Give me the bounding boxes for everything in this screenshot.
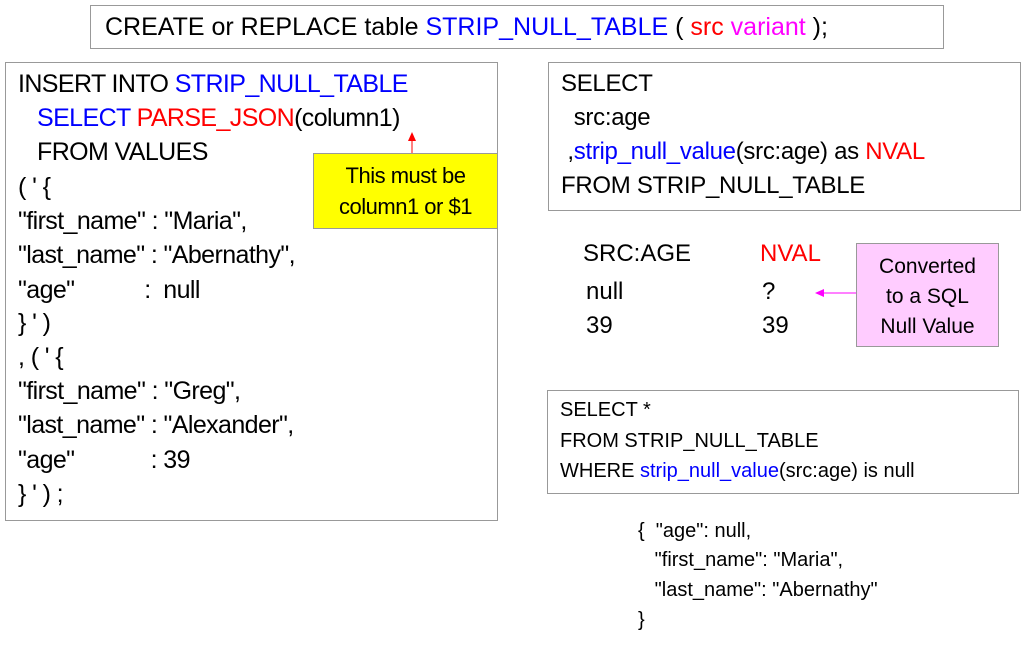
table-name: STRIP_NULL_TABLE — [425, 13, 669, 41]
table-cell: 39 — [762, 312, 789, 339]
table-cell: null — [586, 278, 624, 305]
json-line: "first_name": "Maria", — [638, 549, 844, 571]
code-line: "age" : 39 — [18, 446, 191, 474]
select-statement: SELECT src:age ,strip_null_value(src:age… — [548, 62, 1021, 211]
func-args: (src:age) as — [735, 138, 866, 165]
table-cell: ? — [762, 278, 776, 305]
alias-nval: NVAL — [865, 138, 925, 165]
null-callout: Converted to a SQL Null Value — [856, 243, 999, 347]
from-clause: FROM STRIP_NULL_TABLE — [560, 430, 819, 452]
code-line: "last_name" : "Alexander", — [18, 411, 294, 439]
select-star: SELECT * — [560, 399, 651, 421]
insert-keyword: INSERT INTO — [18, 70, 175, 98]
select-keyword: SELECT — [18, 104, 137, 132]
code-line: "first_name" : "Maria", — [18, 207, 247, 235]
json-line: "last_name": "Abernathy" — [638, 579, 878, 601]
callout-text: Null Value — [880, 315, 975, 338]
insert-statement: INSERT INTO STRIP_NULL_TABLE SELECT PARS… — [5, 62, 498, 521]
paren-open: ( — [668, 13, 691, 41]
arrow-up-icon — [408, 132, 416, 154]
where-keyword: WHERE — [560, 460, 640, 482]
func-arg: (column1) — [294, 104, 400, 132]
from-clause: FROM STRIP_NULL_TABLE — [561, 172, 866, 199]
table-cell: 39 — [586, 312, 613, 339]
column1-callout: This must be column1 or $1 — [313, 153, 498, 229]
paren-close: ); — [805, 13, 828, 41]
strip-null-func: strip_null_value — [573, 138, 736, 165]
column-header: NVAL — [760, 240, 821, 267]
insert-table-name: STRIP_NULL_TABLE — [174, 70, 409, 98]
comma: , — [561, 138, 574, 165]
select-column: src:age — [561, 104, 651, 131]
code-line: } ' ) ; — [18, 480, 64, 508]
callout-text: column1 or $1 — [339, 194, 472, 219]
parse-json-func: PARSE_JSON — [136, 104, 295, 132]
code-line: "age" : null — [18, 276, 200, 304]
column-type: variant — [723, 13, 806, 41]
code-line: } ' ) — [18, 309, 51, 337]
callout-text: Converted — [879, 255, 976, 278]
strip-null-func: strip_null_value — [640, 460, 779, 482]
code-line: "last_name" : "Abernathy", — [18, 241, 296, 269]
json-line: } — [638, 609, 645, 631]
json-line: { "age": null, — [638, 520, 752, 542]
callout-text: to a SQL — [886, 285, 969, 308]
column-header: SRC:AGE — [583, 240, 692, 267]
column-name: src — [690, 13, 724, 41]
where-statement: SELECT * FROM STRIP_NULL_TABLE WHERE str… — [547, 390, 1019, 494]
from-values: FROM VALUES — [18, 138, 208, 166]
select-keyword: SELECT — [561, 70, 653, 97]
create-table-statement: CREATE or REPLACE table STRIP_NULL_TABLE… — [90, 5, 944, 49]
arrow-left-icon — [815, 289, 857, 297]
code-line: , ( ' { — [18, 343, 64, 371]
code-line: "first_name" : "Greg", — [18, 377, 241, 405]
code-line: ( ' { — [18, 173, 51, 201]
callout-text: This must be — [345, 163, 466, 188]
where-condition: (src:age) is null — [778, 460, 915, 482]
create-keyword: CREATE or REPLACE table — [105, 13, 426, 41]
